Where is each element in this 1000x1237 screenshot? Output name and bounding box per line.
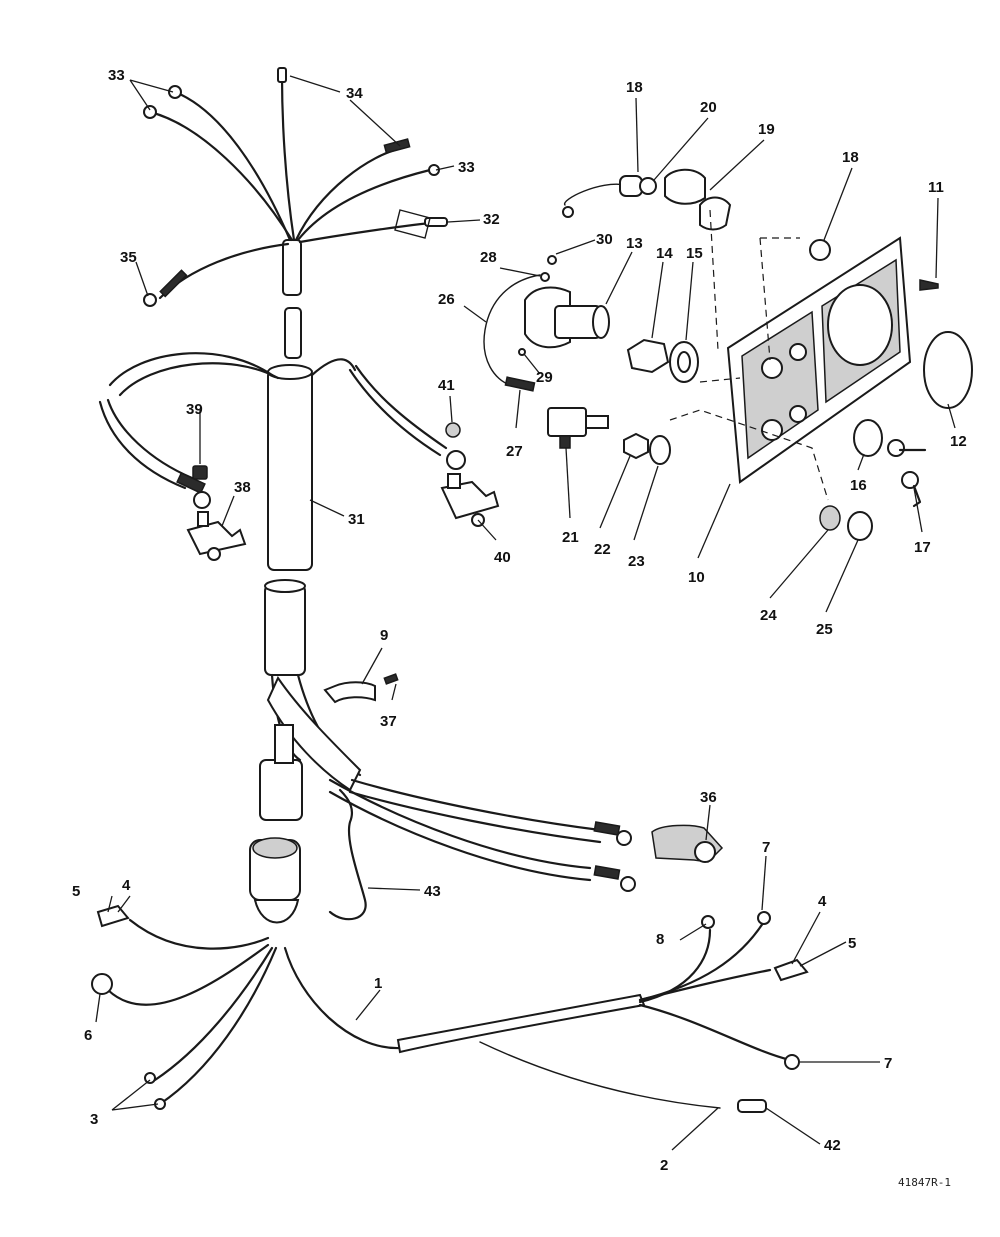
callout-18-right: 18 <box>842 149 859 166</box>
callout-30: 30 <box>596 231 613 248</box>
callout-13: 13 <box>626 235 643 252</box>
callout-19: 19 <box>758 121 775 138</box>
callout-33-right: 33 <box>458 159 475 176</box>
callout-20: 20 <box>700 99 717 116</box>
callout-42: 42 <box>824 1137 841 1154</box>
callout-43: 43 <box>424 883 441 900</box>
callout-25: 25 <box>816 621 833 638</box>
callout-2: 2 <box>660 1157 668 1174</box>
callout-4-right: 4 <box>818 893 827 910</box>
callout-26: 26 <box>438 291 455 308</box>
callout-31: 31 <box>348 511 365 528</box>
callout-23: 23 <box>628 553 645 570</box>
callout-6: 6 <box>84 1027 92 1044</box>
callout-15: 15 <box>686 245 703 262</box>
callout-21: 21 <box>562 529 579 546</box>
callout-37: 37 <box>380 713 397 730</box>
callout-38: 38 <box>234 479 251 496</box>
callout-29: 29 <box>536 369 553 386</box>
callout-36: 36 <box>700 789 717 806</box>
callout-numbers: 33 34 33 32 35 31 39 41 38 40 9 37 36 43… <box>72 67 967 1174</box>
ignition-switch-parts <box>483 168 732 465</box>
callout-22: 22 <box>594 541 611 558</box>
callout-18-left: 18 <box>626 79 643 96</box>
callout-1: 1 <box>374 975 382 992</box>
leader-lines <box>95 75 956 1151</box>
top-wire-fan <box>143 67 448 307</box>
harness-sheath-31 <box>264 239 313 676</box>
callout-4-left: 4 <box>122 877 131 894</box>
figure-reference: 41847R-1 <box>898 1176 951 1189</box>
callout-10: 10 <box>688 569 705 586</box>
callout-5-right: 5 <box>848 935 856 952</box>
instrument-panel <box>726 236 973 541</box>
callout-11: 11 <box>928 179 944 196</box>
callout-40: 40 <box>494 549 511 566</box>
callout-17: 17 <box>914 539 931 556</box>
callout-12: 12 <box>950 433 967 450</box>
callout-34: 34 <box>346 85 363 102</box>
bottom-wire-fan <box>91 904 809 1113</box>
callout-7-bottom: 7 <box>884 1055 892 1072</box>
callout-5-left: 5 <box>72 883 80 900</box>
callout-27: 27 <box>506 443 523 460</box>
callout-8: 8 <box>656 931 664 948</box>
callout-35: 35 <box>120 249 137 266</box>
assembly-lines <box>669 209 829 501</box>
callout-28: 28 <box>480 249 497 266</box>
callout-32: 32 <box>483 211 500 228</box>
callout-33-top-left: 33 <box>108 67 125 84</box>
callout-3: 3 <box>90 1111 98 1128</box>
callout-9: 9 <box>380 627 388 644</box>
battery-cables <box>98 352 500 561</box>
callout-41: 41 <box>438 377 455 394</box>
callout-16: 16 <box>850 477 867 494</box>
lower-harness <box>249 673 724 924</box>
callout-7-top: 7 <box>762 839 770 856</box>
callout-39: 39 <box>186 401 203 418</box>
callout-14: 14 <box>656 245 673 262</box>
callout-24: 24 <box>760 607 777 624</box>
